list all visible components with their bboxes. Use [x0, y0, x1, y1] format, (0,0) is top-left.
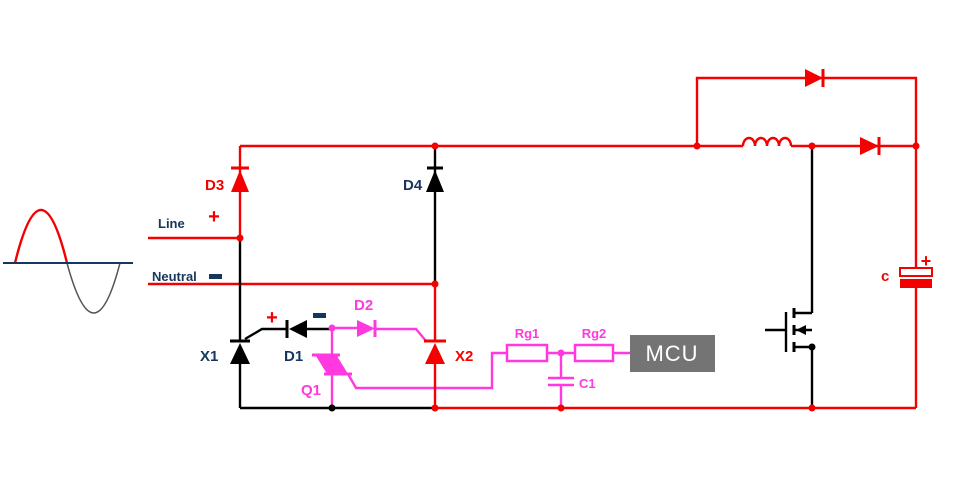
mosfet-body-arrow	[796, 325, 806, 335]
junction-dot	[808, 404, 816, 412]
output-capacitor: + c	[881, 146, 933, 408]
junction-dot	[431, 404, 439, 412]
junction-dot	[328, 324, 336, 332]
x1-gate-wire	[244, 327, 287, 341]
triac-q1: Q1	[301, 328, 507, 408]
c1-label: C1	[579, 376, 596, 391]
capacitor-plate-positive	[899, 267, 933, 277]
junction-dot	[557, 349, 565, 357]
line-plus-sign: +	[208, 206, 220, 228]
diode-triangle	[426, 170, 444, 192]
top-rail	[240, 76, 918, 148]
boost-diode	[860, 137, 881, 155]
d2-to-x2-gate-wire	[375, 327, 427, 342]
diode-triangle	[805, 69, 823, 87]
cap-plus-sign: +	[921, 251, 932, 271]
resistor-rg1: Rg1	[505, 326, 575, 363]
diode-triangle	[289, 320, 307, 338]
junction-dot	[912, 142, 920, 150]
mosfet-switch	[765, 148, 814, 408]
junction-dot	[693, 142, 701, 150]
junction-dot	[236, 234, 244, 242]
capacitor-c1: C1	[548, 353, 596, 408]
d1-label: D1	[284, 348, 303, 365]
negative-halfwave-shape	[66, 262, 121, 314]
mcu-block: MCU	[630, 335, 715, 372]
diode-d2: D2	[332, 297, 427, 342]
diode-d4: D4	[403, 146, 444, 284]
neutral-minus-sign	[209, 274, 222, 279]
x1-label: X1	[200, 348, 218, 365]
scr-triangle	[425, 343, 445, 364]
triac-triangle-down	[316, 356, 338, 374]
neutral-label: Neutral	[152, 269, 197, 284]
diode-triangle	[860, 137, 879, 155]
mcu-label: MCU	[645, 341, 698, 366]
rg1-label: Rg1	[515, 326, 540, 341]
x2-label: X2	[455, 348, 473, 365]
junction-dot	[808, 142, 816, 150]
junction-dot	[808, 343, 816, 351]
bypass-loop-wire	[695, 76, 918, 146]
mcu-box	[630, 335, 715, 372]
triac-triangle-up	[326, 356, 348, 374]
junction-dot	[431, 280, 439, 288]
diode-triangle	[231, 170, 249, 192]
resistor-body	[573, 343, 615, 363]
output-cap-label: c	[881, 268, 889, 285]
scr-x1: X1	[200, 238, 287, 408]
diode-d1: + D1	[266, 307, 330, 365]
diode-triangle	[357, 320, 375, 337]
rg2-label: Rg2	[582, 326, 607, 341]
scr-x2: X2	[424, 284, 473, 408]
line-terminal: Line +	[148, 206, 240, 240]
d1-minus-sign	[313, 313, 326, 318]
d2-label: D2	[354, 297, 373, 314]
bypass-diode	[805, 69, 825, 87]
d4-label: D4	[403, 177, 423, 194]
neutral-terminal: Neutral	[148, 269, 435, 286]
boost-inductor	[741, 136, 793, 147]
line-label: Line	[158, 216, 185, 231]
junction-dot	[431, 142, 439, 150]
diode-d3: D3	[205, 146, 249, 238]
inductor-coil	[741, 136, 793, 147]
scr-triangle	[230, 343, 250, 364]
positive-halfwave-shape	[13, 209, 69, 264]
junction-dots	[236, 142, 920, 412]
q1-label: Q1	[301, 382, 321, 399]
capacitor-plate-negative	[900, 279, 932, 288]
junction-dot	[557, 404, 565, 412]
junction-dot	[328, 404, 336, 412]
d3-label: D3	[205, 177, 224, 194]
d1-plus-sign: +	[266, 307, 278, 329]
q1-gate-wire	[346, 351, 507, 390]
ac-source-waveform	[3, 209, 133, 314]
resistor-rg2: Rg2	[573, 326, 630, 363]
resistor-body	[505, 343, 549, 363]
